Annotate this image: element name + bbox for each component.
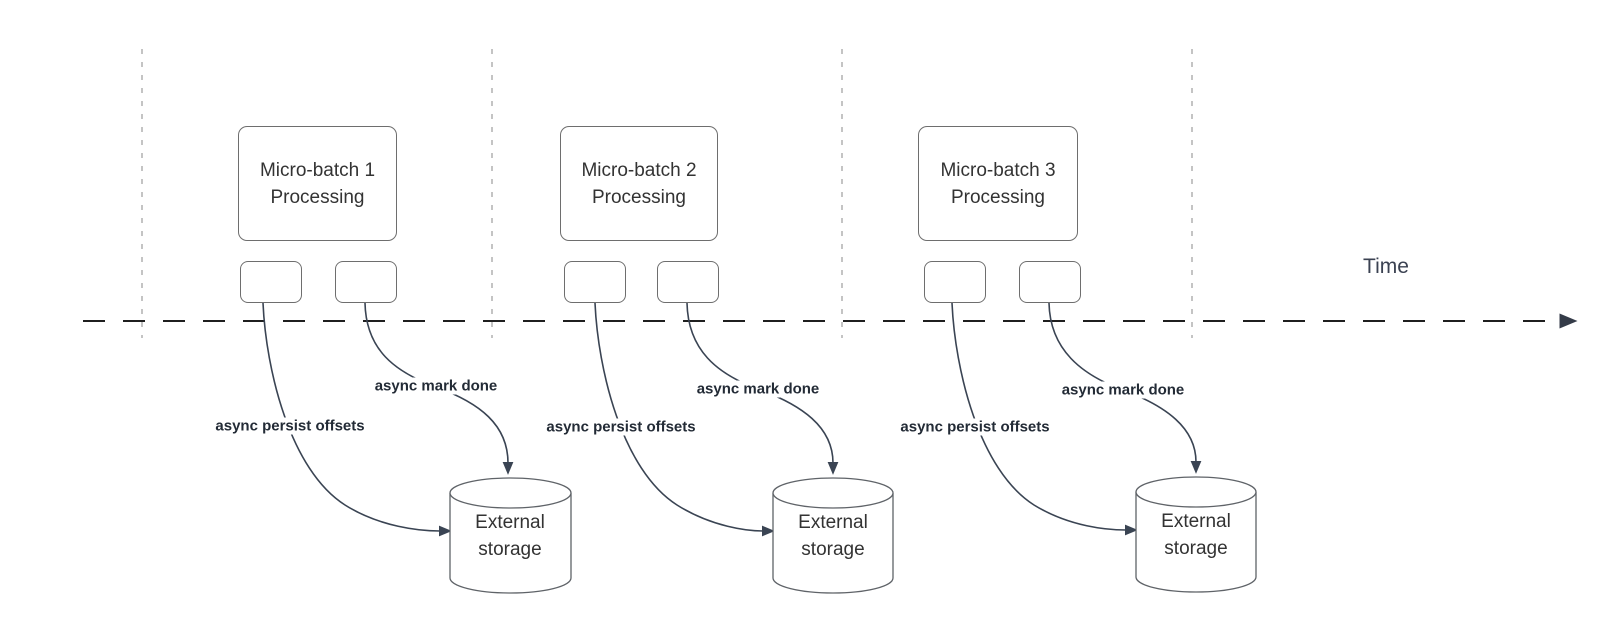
persist-offsets-arrow-1	[262, 302, 452, 537]
batch-2-mark-done-task-box	[657, 261, 719, 303]
batch-1-persist-offsets-task-box	[240, 261, 302, 303]
persist-offsets-arrow-3	[951, 302, 1138, 536]
cylinder-body	[772, 493, 894, 594]
external-storage-cylinder-1	[449, 477, 572, 594]
mark-done-label-1: async mark done	[371, 377, 501, 395]
micro-batch-3-process-box: Micro-batch 3 Processing	[918, 126, 1078, 241]
external-storage-label-1: External storage	[475, 512, 545, 560]
cylinder-body	[449, 493, 572, 594]
micro-batch-2-process-box: Micro-batch 2 Processing	[560, 126, 718, 241]
cylinder-body	[1135, 492, 1257, 593]
external-storage-cylinder-3	[1135, 476, 1257, 593]
micro-batch-3-process-label: Micro-batch 3 Processing	[940, 159, 1056, 208]
mark-done-label-3: async mark done	[1058, 381, 1188, 399]
persist-offsets-label-2: async persist offsets	[543, 418, 699, 436]
batch-3-persist-offsets-task-box	[924, 261, 986, 303]
micro-batch-1-process-box: Micro-batch 1 Processing	[238, 126, 397, 241]
cylinder-top	[449, 477, 572, 509]
micro-batch-1-process-label: Micro-batch 1 Processing	[259, 159, 376, 208]
external-storage-label-2: External storage	[798, 512, 868, 560]
cylinder-top	[1135, 476, 1257, 508]
time-axis-label: Time	[1363, 255, 1409, 278]
micro-batch-2-process-label: Micro-batch 2 Processing	[581, 159, 697, 208]
cylinder-top	[772, 477, 894, 509]
external-storage-label-3: External storage	[1161, 511, 1231, 559]
external-storage-cylinder-2	[772, 477, 894, 594]
batch-2-persist-offsets-task-box	[564, 261, 626, 303]
persist-offsets-label-3: async persist offsets	[897, 418, 1053, 436]
batch-3-mark-done-task-box	[1019, 261, 1081, 303]
persist-offsets-arrow-2	[594, 302, 775, 537]
batch-1-mark-done-task-box	[335, 261, 397, 303]
mark-done-label-2: async mark done	[693, 380, 823, 398]
persist-offsets-label-1: async persist offsets	[212, 417, 368, 435]
